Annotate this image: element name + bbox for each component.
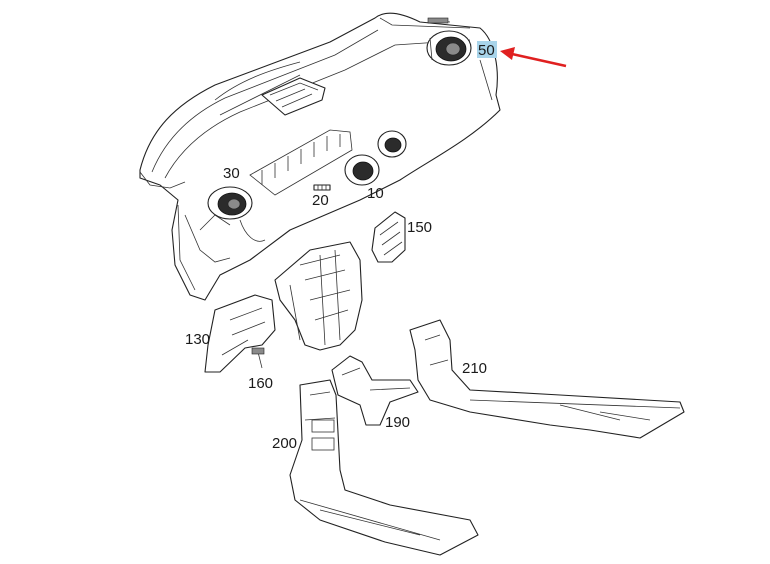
callout-20: 20	[312, 192, 329, 209]
dashboard-panel	[139, 12, 501, 301]
callout-highlight	[477, 41, 497, 58]
clip-160	[251, 347, 265, 369]
duct-200	[289, 379, 479, 556]
callout-150: 150	[407, 219, 432, 236]
pointer-arrow	[500, 47, 567, 68]
duct-210	[409, 319, 685, 439]
callout-200: 200	[272, 435, 297, 452]
callout-30: 30	[223, 165, 240, 182]
callout-50: 50	[478, 42, 495, 59]
callout-130: 130	[185, 331, 210, 348]
air-vent-50	[426, 30, 472, 66]
centre-duct	[274, 241, 363, 351]
duct-150	[371, 211, 406, 263]
callout-210: 210	[462, 360, 487, 377]
callout-10: 10	[367, 185, 384, 202]
callout-190: 190	[385, 414, 410, 431]
callout-160: 160	[248, 375, 273, 392]
duct-130	[204, 294, 276, 373]
duct-190	[331, 355, 419, 426]
